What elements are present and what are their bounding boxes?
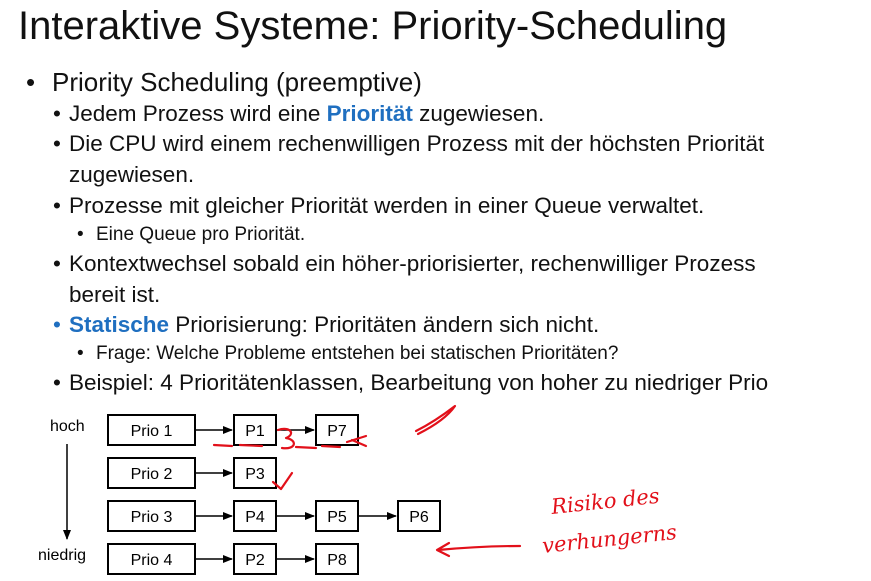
process-label: P2 — [245, 552, 265, 569]
bullet-item-6: Beispiel: 4 Prioritätenklassen, Bearbeit… — [69, 370, 769, 395]
bullet-item-5: Statische Priorisierung: Prioritäten änd… — [69, 311, 599, 339]
bullet-item-1-post: zugewiesen. — [412, 101, 545, 126]
highlight-statische: Statische — [69, 312, 170, 337]
process-label: P8 — [327, 552, 347, 569]
ink-stroke — [414, 404, 457, 436]
slide-title: Interaktive Systeme: Priority-Scheduling — [18, 4, 728, 48]
queue-row-prio-1: Prio 1 P1 P7 — [107, 414, 359, 446]
ink-checkmark — [271, 471, 294, 491]
bullet-item-2-line1: Die CPU wird einem rechenwilligen Prozes… — [69, 131, 765, 156]
process-label: P4 — [245, 509, 265, 526]
handwritten-annotations: Risiko des verhungerns — [212, 404, 678, 558]
ink-dash — [294, 444, 342, 450]
bullet-item-5-sub: Frage: Welche Probleme entstehen bei sta… — [96, 343, 619, 364]
axis-label-high: hoch — [50, 418, 85, 435]
bullet-dot: • — [53, 101, 61, 126]
highlight-prioritaet: Priorität — [326, 101, 413, 126]
bullet-item-3-sub: Eine Queue pro Priorität. — [96, 224, 306, 245]
queue-label-box — [107, 414, 196, 446]
handwritten-note-line1: Risiko des — [549, 484, 661, 519]
bullet-dot: • — [53, 312, 61, 337]
process-label: P1 — [245, 423, 265, 440]
sub-bullet-dot: • — [77, 343, 84, 364]
ink-arrow-head — [435, 541, 451, 558]
bullet-item-5-post: Priorisierung: Prioritäten ändern sich n… — [169, 312, 600, 337]
process-box — [233, 500, 277, 532]
process-label: P7 — [327, 423, 347, 440]
queue-row-prio-2: Prio 2 P3 — [107, 457, 277, 489]
bullet-dot: • — [53, 193, 61, 218]
bullet-dot: • — [53, 370, 61, 395]
ink-squiggle — [276, 427, 295, 450]
bullet-dot: • — [53, 251, 61, 276]
process-label: P5 — [327, 509, 347, 526]
queue-label: Prio 4 — [131, 552, 173, 569]
bullet-item-2-line2: zugewiesen. — [69, 162, 195, 187]
bullet-item-4-line1: Kontextwechsel sobald ein höher-priorisi… — [69, 251, 756, 276]
process-box — [315, 500, 359, 532]
bullet-item-3: Prozesse mit gleicher Priorität werden i… — [69, 193, 705, 218]
sub-bullet-dot: • — [77, 224, 84, 245]
process-label: P3 — [245, 466, 265, 483]
handwritten-note-line2: verhungerns — [541, 520, 678, 558]
ink-mark — [345, 434, 368, 448]
process-box — [233, 414, 277, 446]
queue-label: Prio 2 — [131, 466, 173, 483]
bullet-item-1-pre: Jedem Prozess wird eine — [69, 101, 327, 126]
process-box — [397, 500, 441, 532]
bullet-item-4-line2: bereit ist. — [69, 282, 161, 307]
main-bullet: Priority Scheduling (preemptive) — [52, 67, 422, 97]
process-box — [315, 543, 359, 575]
queue-label: Prio 3 — [131, 509, 173, 526]
bullet-dot: • — [26, 67, 36, 97]
bullet-item-1: Jedem Prozess wird eine Priorität zugewi… — [69, 100, 544, 128]
queue-row-prio-3: Prio 3 P4 P5 P6 — [107, 500, 441, 532]
queue-label: Prio 1 — [131, 423, 173, 440]
process-box — [233, 457, 277, 489]
queue-row-prio-4: Prio 4 P2 P8 — [107, 543, 359, 575]
ink-arrow-shaft — [436, 544, 522, 552]
axis-label-low: niedrig — [38, 547, 86, 564]
ink-dash — [212, 443, 264, 448]
bullet-dot: • — [53, 131, 61, 156]
process-label: P6 — [409, 509, 429, 526]
